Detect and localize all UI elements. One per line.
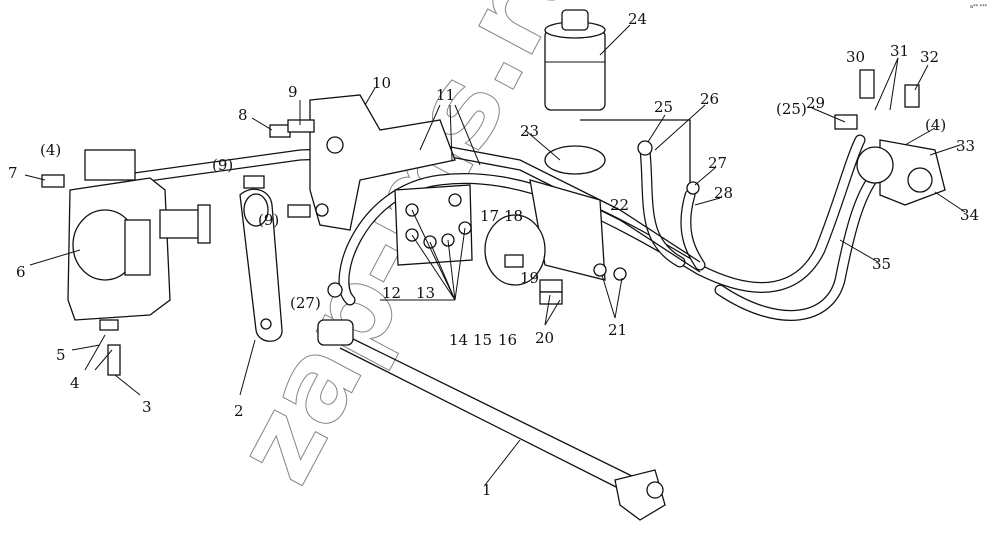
label-2: 2 [234,402,244,420]
label-17: 17 [480,207,499,225]
label-25-ref: (25) [776,100,807,118]
corner-mark: a** *** [970,4,988,10]
label-27: 27 [708,154,727,172]
valve-bracket [484,145,627,305]
label-30: 30 [846,48,865,66]
label-7: 7 [8,164,18,182]
label-20: 20 [535,329,554,347]
label-1: 1 [482,481,492,499]
label-32: 32 [920,48,939,66]
leader-lines [24,24,966,486]
label-9-ref-a: (9) [212,156,233,174]
label-34: 34 [960,206,979,224]
label-27-ref: (27) [290,294,321,312]
label-25: 25 [654,98,673,116]
label-31: 31 [890,42,909,60]
pitman-arm [239,175,343,342]
steering-pump [834,69,946,206]
label-4-ref-left: (4) [40,141,61,159]
reservoir [544,9,700,195]
label-10: 10 [372,74,391,92]
steering-gear [41,149,211,376]
label-29: 29 [806,94,825,112]
label-26: 26 [700,90,719,108]
label-9: 9 [288,83,298,101]
label-28: 28 [714,184,733,202]
mounting-plate [394,184,473,266]
label-9-ref-b: (9) [258,211,279,229]
label-18: 18 [504,207,523,225]
label-23: 23 [520,122,539,140]
label-24: 24 [628,10,647,28]
label-11: 11 [436,86,455,104]
label-15: 15 [473,331,492,349]
label-12: 12 [382,284,401,302]
part-labels: 1 2 3 4 (4) (4) 5 6 7 8 9 (9) (9) 10 11 … [8,10,979,499]
label-4: 4 [70,374,80,392]
label-4-ref-right: (4) [925,116,946,134]
label-14: 14 [449,331,468,349]
label-19: 19 [520,269,539,287]
label-16: 16 [498,331,517,349]
label-22: 22 [610,196,629,214]
label-5: 5 [56,346,66,364]
label-6: 6 [16,263,26,281]
bracket [269,94,456,231]
label-8: 8 [238,106,248,124]
label-21: 21 [608,321,627,339]
label-35: 35 [872,255,891,273]
hoses [119,119,886,321]
label-3: 3 [142,398,152,416]
label-13: 13 [416,284,435,302]
label-33: 33 [956,137,975,155]
tie-rod [317,319,666,521]
